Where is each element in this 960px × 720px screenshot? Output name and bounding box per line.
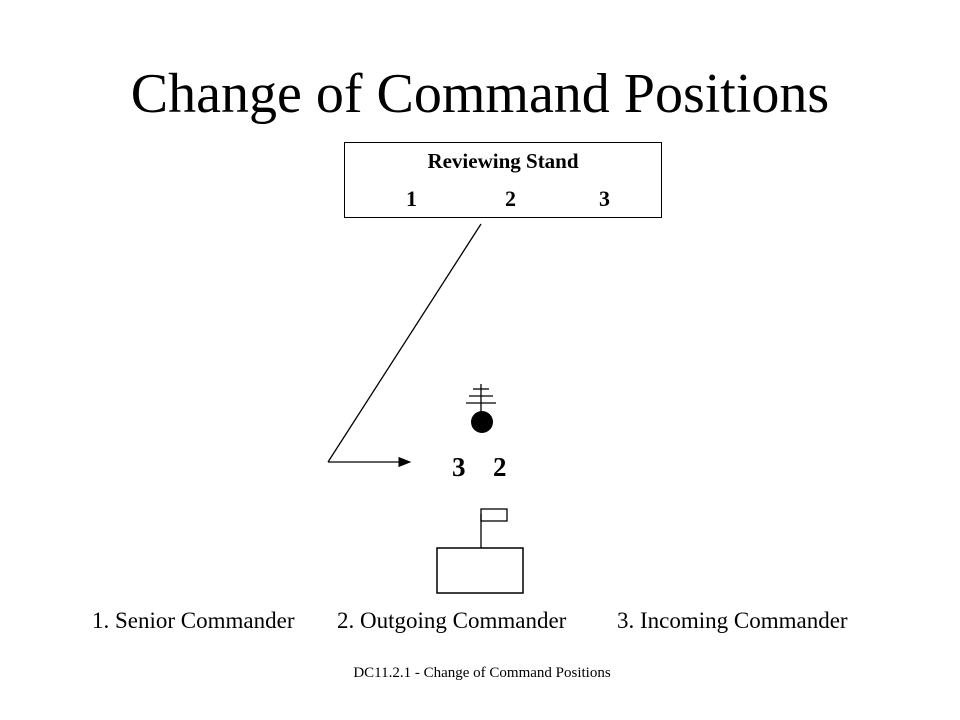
guidon-symbol-icon xyxy=(466,384,496,433)
field-position-3: 3 xyxy=(452,452,466,482)
slide-footer: DC11.2.1 - Change of Command Positions xyxy=(353,665,611,681)
reviewing-stand: Reviewing Stand 1 2 3 xyxy=(344,142,662,218)
legend-item-incoming: 3. Incoming Commander xyxy=(617,608,848,633)
page-title: Change of Command Positions xyxy=(130,63,830,125)
movement-path-arrow xyxy=(327,223,482,468)
legend-item-outgoing: 2. Outgoing Commander xyxy=(337,608,567,633)
legend-item-senior: 1. Senior Commander xyxy=(92,608,295,633)
troop-formation-flag-icon xyxy=(436,508,524,594)
field-position-2: 2 xyxy=(493,452,507,482)
stand-position-1: 1 xyxy=(406,186,417,211)
reviewing-stand-label: Reviewing Stand xyxy=(427,149,579,173)
stand-position-3: 3 xyxy=(599,186,610,211)
stand-position-2: 2 xyxy=(505,186,516,211)
